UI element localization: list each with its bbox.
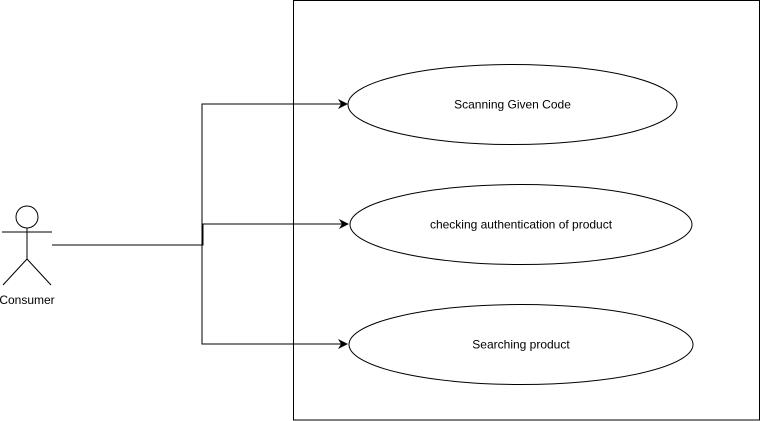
actor-consumer: Consumer xyxy=(0,205,55,307)
use-case-label: Searching product xyxy=(472,338,570,352)
use-case-authentication[interactable]: checking authentication of product xyxy=(349,184,693,265)
use-case-ellipse[interactable] xyxy=(349,184,693,265)
use-case-label: Scanning Given Code xyxy=(454,98,571,112)
association-line-authentication xyxy=(52,219,349,246)
actor-head xyxy=(15,205,39,229)
actor-label: Consumer xyxy=(0,293,55,307)
use-case-ellipse[interactable] xyxy=(347,64,678,145)
use-case-label: checking authentication of product xyxy=(430,218,613,232)
actor-right-leg xyxy=(26,258,52,286)
use-case-searching[interactable]: Searching product xyxy=(348,304,694,385)
actor-left-leg xyxy=(2,258,28,286)
use-case-scanning[interactable]: Scanning Given Code xyxy=(347,64,678,145)
associations xyxy=(52,99,349,349)
use-case-ellipse[interactable] xyxy=(348,304,694,385)
association-line-searching xyxy=(201,245,348,349)
